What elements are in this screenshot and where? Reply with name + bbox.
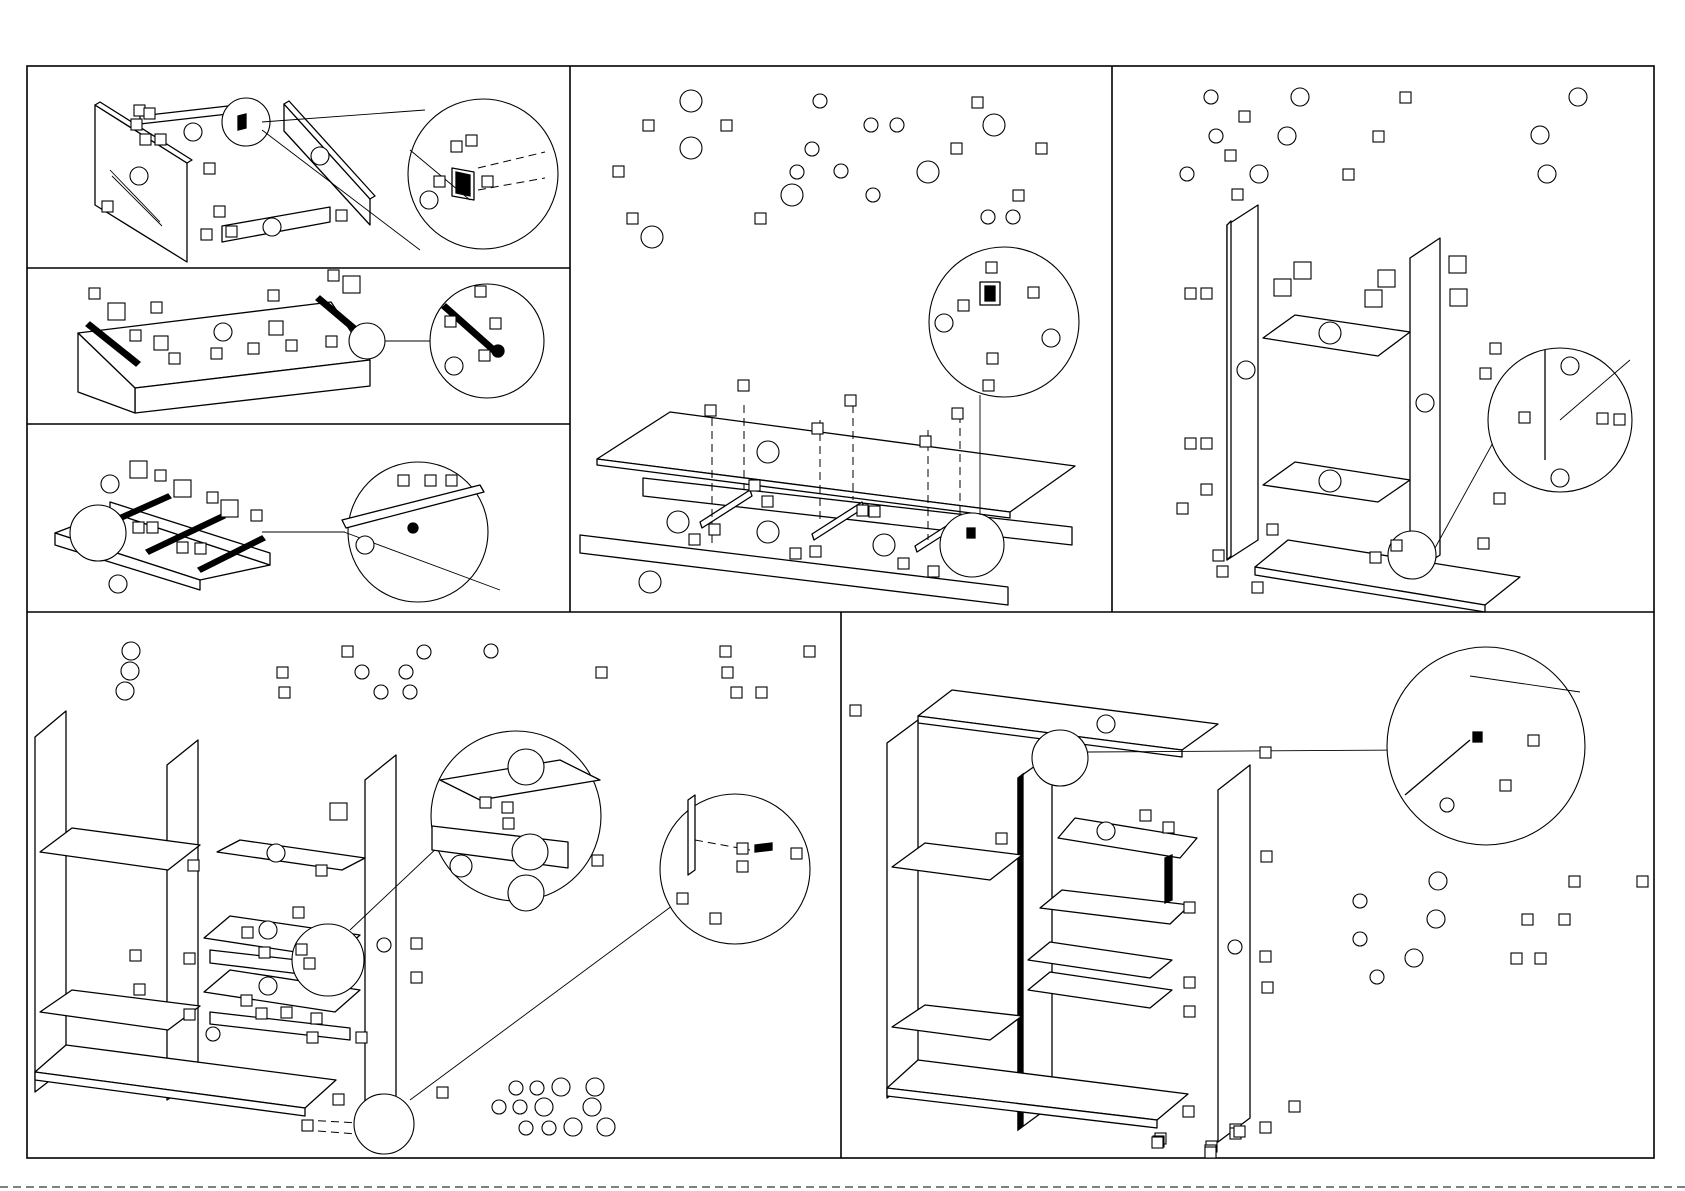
panel-central-section bbox=[35, 642, 815, 1154]
parts-legend-final bbox=[1353, 872, 1648, 984]
parts-legend-central-bottom bbox=[492, 1078, 615, 1136]
panel-drawer-box bbox=[95, 98, 558, 262]
parts-legend-sides bbox=[1180, 88, 1587, 200]
panel-final-assembly bbox=[850, 647, 1648, 1158]
parts-legend-top bbox=[613, 90, 1047, 248]
panel-top-unit bbox=[580, 90, 1079, 605]
panel-drawer-base-rails bbox=[55, 461, 500, 602]
panel-drawer-runners bbox=[78, 270, 544, 413]
parts-legend-central bbox=[116, 642, 815, 700]
panel-side-shelves bbox=[1177, 88, 1632, 612]
